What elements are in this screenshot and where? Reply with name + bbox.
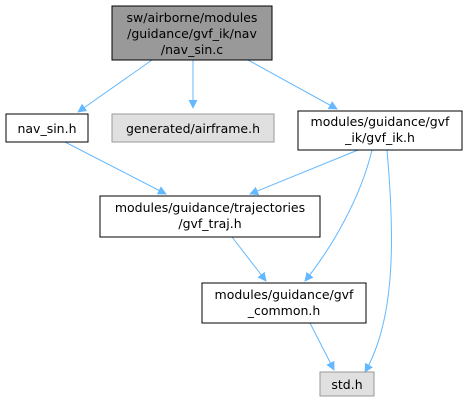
node-label-line-1: nav_sin.h [17, 121, 76, 136]
node-label-line-2: _ik/gvf_ik.h [344, 130, 415, 145]
node-box [99, 195, 321, 238]
node-label-line-1: modules/guidance/gvf [311, 114, 451, 129]
node-box [111, 5, 273, 61]
node-box [201, 282, 367, 324]
edge-nav-sin-h-to-gvf-traj-h [64, 141, 167, 195]
node-nav-sin-c[interactable]: sw/airborne/modules /guidance/gvf_ik/nav… [111, 5, 273, 61]
node-label-line-2: _common.h [247, 303, 321, 318]
node-label-line-1: std.h [331, 377, 362, 392]
edge-gvf-ik-h-to-std-h [364, 149, 392, 373]
node-box [5, 113, 89, 143]
node-label-line-3: /nav_sin.c [161, 42, 223, 57]
node-label-line-1: modules/guidance/gvf [215, 287, 355, 302]
node-box [111, 113, 275, 143]
edge-nav-sin-c-to-gvf-ik-h [247, 59, 338, 110]
node-label-line-2: /guidance/gvf_ik/nav [127, 26, 257, 41]
node-label-line-1: modules/guidance/trajectories [115, 200, 305, 215]
node-label-line-2: /gvf_traj.h [178, 216, 241, 231]
node-gvf-traj-h[interactable]: modules/guidance/trajectories /gvf_traj.… [99, 195, 321, 238]
node-gvf-common-h[interactable]: modules/guidance/gvf _common.h [201, 282, 367, 324]
edge-gvf-common-h-to-std-h [309, 322, 335, 371]
node-gvf-ik-h[interactable]: modules/guidance/gvf _ik/gvf_ik.h [297, 110, 463, 151]
node-std-h[interactable]: std.h [319, 371, 375, 397]
edge-gvf-ik-h-to-gvf-traj-h [249, 149, 359, 196]
node-airframe-h[interactable]: generated/airframe.h [111, 113, 275, 143]
node-box [297, 110, 463, 151]
node-label-line-1: sw/airborne/modules [127, 10, 258, 25]
node-box [319, 371, 375, 397]
edge-gvf-traj-h-to-gvf-common-h [231, 236, 267, 282]
edge-gvf-ik-h-to-gvf-common-h [304, 149, 373, 282]
edge-layer [64, 59, 392, 373]
node-label-line-1: generated/airframe.h [126, 121, 260, 136]
edge-nav-sin-c-to-nav-sin-h [77, 59, 153, 113]
node-nav-sin-h[interactable]: nav_sin.h [5, 113, 89, 143]
